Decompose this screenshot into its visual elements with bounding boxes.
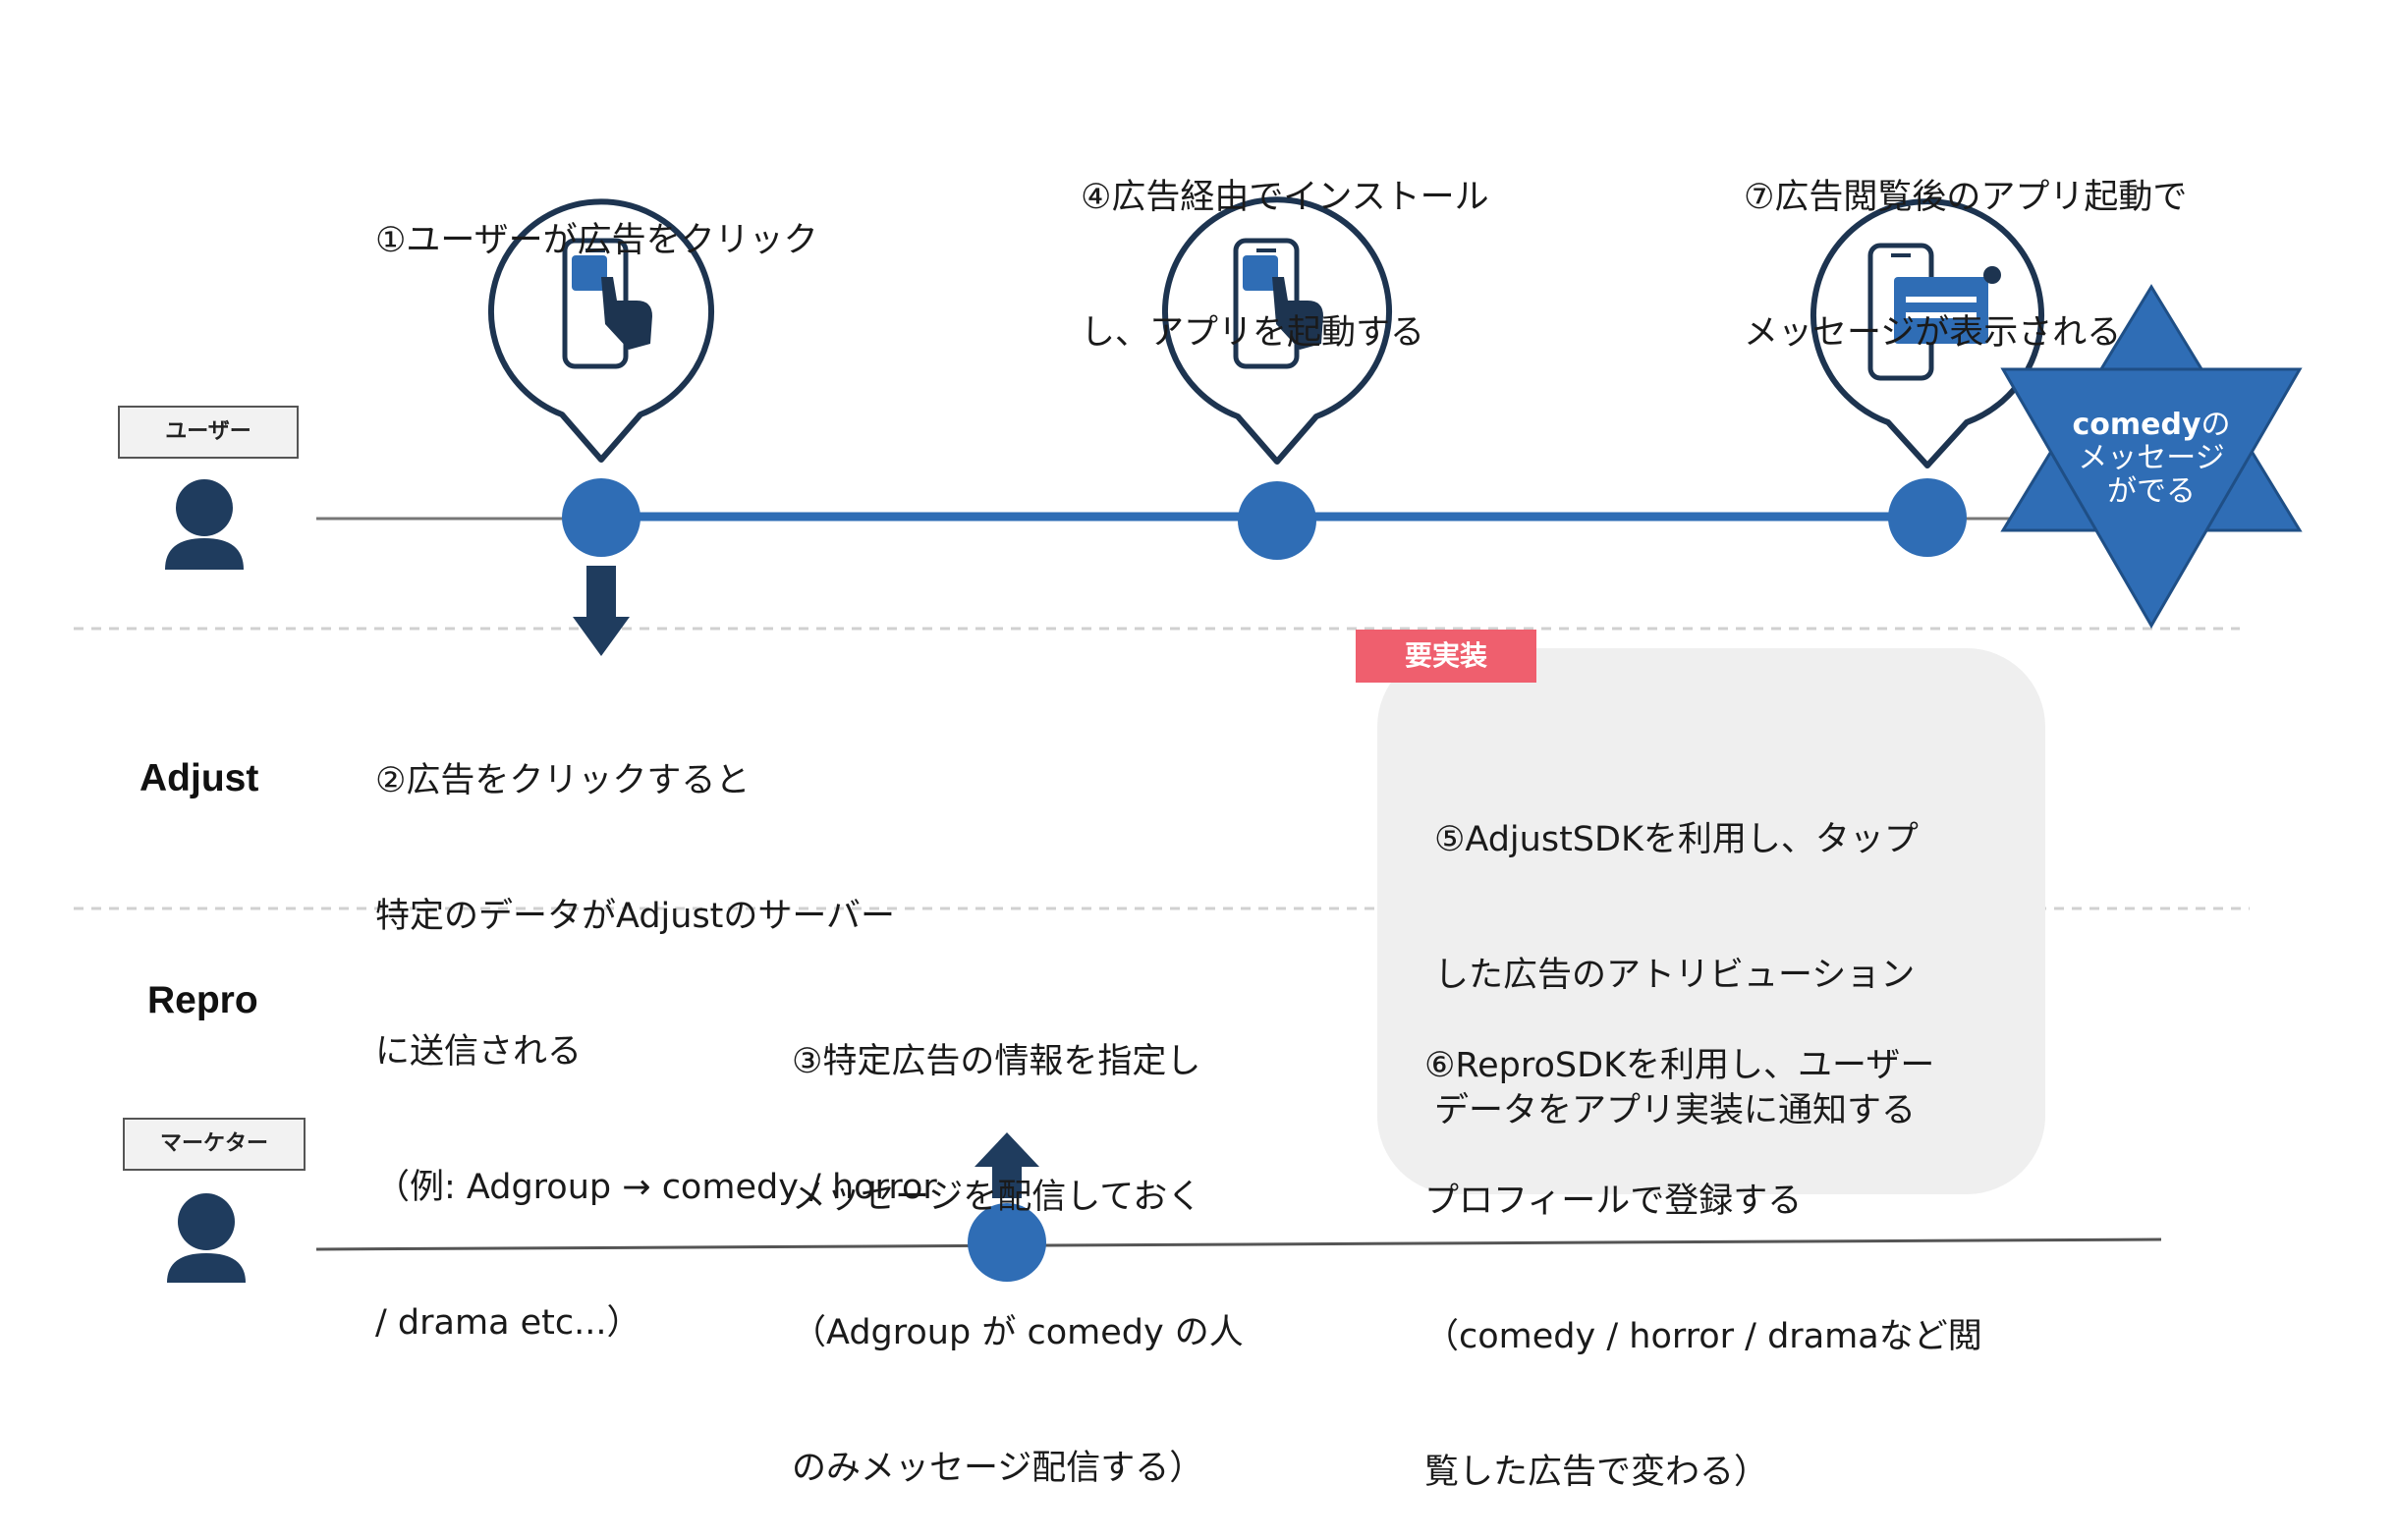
bubble-step1 [488, 198, 714, 463]
step2-text: ②広告をクリックすると 特定のデータがAdjustのサーバー に送信される （例… [375, 761, 937, 1343]
person-icon [165, 479, 244, 570]
step6-text: ⑥ReproSDKを利用し、ユーザー プロフィールで登録する （comedy /… [1424, 1046, 1982, 1492]
marketer-timeline [315, 1238, 2162, 1251]
implementation-required-tag: 要実装 [1356, 630, 1536, 683]
step3-text: ③特定広告の情報を指定し メッセージを配信しておく （Adgroup が com… [792, 1042, 1244, 1488]
star-badge [2000, 284, 2303, 629]
phone-tap-icon [562, 238, 652, 369]
user-role-box: ユーザー [118, 406, 299, 459]
phone-message-icon [1867, 243, 2001, 381]
lane-label-adjust: Adjust [139, 757, 259, 799]
up-arrow-icon [975, 1132, 1039, 1198]
step4-text: ④広告経由でインストール し、アプリを起動する [1081, 178, 1489, 353]
lane-label-repro: Repro [147, 979, 258, 1021]
star-badge-text: comedyの メッセージ がでる [2072, 408, 2231, 509]
flow-diagram [74, 196, 2303, 1283]
node-step4 [1238, 481, 1316, 560]
step7-text: ⑦広告閲覧後のアプリ起動で メッセージが表示される [1744, 178, 2188, 353]
down-arrow-icon [573, 566, 630, 656]
step1-text: ①ユーザーが広告をクリック [375, 221, 818, 260]
node-step3 [968, 1203, 1046, 1282]
step5-text: ⑤AdjustSDKを利用し、タップ した広告のアトリビューション データをアプ… [1434, 820, 1919, 1130]
person-icon [167, 1193, 246, 1283]
phone-tap-icon [1233, 238, 1323, 369]
node-step7 [1888, 478, 1967, 557]
star-bold-word: comedy [2072, 408, 2201, 442]
marketer-role-box: マーケター [123, 1118, 306, 1171]
implementation-panel [1377, 648, 2045, 1194]
bubble-step7 [1810, 198, 2044, 468]
bubble-step4 [1162, 196, 1392, 465]
node-step1 [562, 478, 641, 557]
